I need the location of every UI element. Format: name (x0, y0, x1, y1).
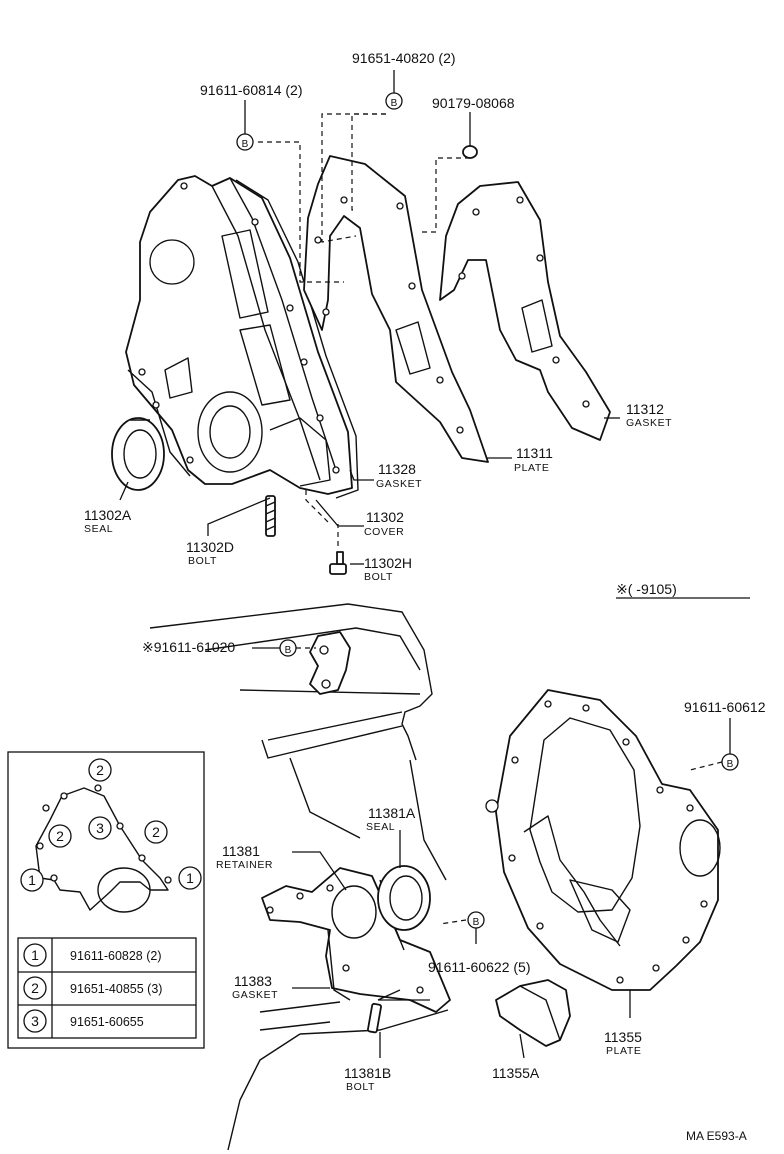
inset-marker: 3 (88, 816, 112, 840)
svg-text:1: 1 (31, 947, 39, 963)
marker-b-91611-60612: B (721, 753, 739, 771)
footer-diagram-code: MA E593-A (686, 1129, 747, 1143)
svg-text:2: 2 (152, 824, 160, 840)
label-11302: 11302 (366, 509, 404, 525)
svg-text:1: 1 (186, 870, 194, 886)
seal-11302A (111, 417, 165, 491)
svg-text:91611-60828 (2): 91611-60828 (2) (70, 949, 162, 963)
svg-text:91651-40855 (3): 91651-40855 (3) (70, 982, 162, 996)
name-11328: GASKET (376, 478, 422, 490)
bolt-11302H (329, 551, 347, 575)
name-11311: PLATE (514, 462, 549, 474)
label-11381B: 11381B (344, 1065, 391, 1081)
part-11355A (495, 979, 571, 1047)
inset-marker: 2 (48, 824, 72, 848)
name-11302D: BOLT (188, 555, 217, 567)
bolt-11381B (367, 1002, 382, 1034)
inset-marker: 1 (178, 866, 202, 890)
svg-text:B: B (727, 759, 734, 770)
label-11328: 11328 (378, 461, 416, 477)
seal-11381A (377, 865, 431, 931)
marker-b-91651-40820: B (385, 92, 403, 110)
label-11302D: 11302D (186, 539, 234, 555)
label-11302H: 11302H (364, 555, 412, 571)
svg-text:91651-60655: 91651-60655 (70, 1015, 144, 1029)
legend-row: 3 91651-60655 (23, 1009, 144, 1033)
gasket-11328 (235, 179, 359, 499)
inset-marker: 2 (144, 820, 168, 844)
label-90179-08068: 90179-08068 (432, 95, 515, 111)
label-91611-60612: 91611-60612 (684, 699, 766, 715)
label-91611-61020: ※91611-61020 (142, 639, 235, 655)
label-11311: 11311 (516, 445, 553, 461)
inset-marker: 1 (20, 868, 44, 892)
svg-text:2: 2 (31, 980, 39, 996)
label-11383: 11383 (234, 973, 272, 989)
label-11381A: 11381A (368, 805, 416, 821)
svg-text:B: B (242, 139, 249, 150)
label-11355A: 11355A (492, 1065, 540, 1081)
svg-text:2: 2 (96, 762, 104, 778)
name-11302: COVER (364, 526, 404, 538)
name-11383: GASKET (232, 989, 278, 1001)
bracket-small (309, 631, 351, 695)
name-11355: PLATE (606, 1045, 641, 1057)
name-11381: RETAINER (216, 859, 273, 871)
name-11302H: BOLT (364, 571, 393, 583)
name-11302A: SEAL (84, 523, 113, 535)
inset-legend: 2 2 3 2 1 1 1 91611-60828 (2) 2 91651-40… (7, 751, 205, 1049)
gasket-11312 (303, 155, 489, 463)
svg-text:3: 3 (31, 1013, 39, 1029)
note-applicability-range: ※( -9105) (616, 581, 677, 597)
timing-cover-11302 (125, 175, 353, 495)
label-91611-60814: 91611-60814 (2) (200, 82, 302, 98)
legend-row: 1 91611-60828 (2) (23, 943, 162, 967)
svg-text:2: 2 (56, 828, 64, 844)
marker-b-91611-61020: B (279, 639, 297, 657)
legend-row: 2 91651-40855 (3) (23, 976, 162, 1000)
svg-text:B: B (473, 917, 480, 928)
name-11381B: BOLT (346, 1081, 375, 1093)
label-11312: 11312 (626, 401, 664, 417)
label-11302A: 11302A (84, 507, 132, 523)
marker-b-91611-60622: B (467, 911, 485, 929)
retainer-11381 (261, 867, 451, 1013)
name-11381A: SEAL (366, 821, 395, 833)
svg-text:B: B (285, 645, 292, 656)
svg-text:3: 3 (96, 820, 104, 836)
plate-11311 (439, 181, 611, 441)
label-91611-60622: 91611-60622 (5) (428, 959, 530, 975)
bolt-11302D (265, 495, 276, 537)
plate-11355 (485, 689, 721, 991)
engine-block-outline (149, 603, 449, 1151)
name-11312: GASKET (626, 417, 672, 429)
nut-90179-08068 (462, 145, 478, 159)
svg-text:B: B (391, 98, 398, 109)
inset-marker: 2 (88, 758, 112, 782)
svg-text:1: 1 (28, 872, 36, 888)
label-11381: 11381 (222, 843, 260, 859)
cover-boss-circle (149, 239, 195, 285)
marker-b-91611-60814: B (236, 133, 254, 151)
label-91651-40820: 91651-40820 (2) (352, 50, 456, 66)
label-11355: 11355 (604, 1029, 642, 1045)
